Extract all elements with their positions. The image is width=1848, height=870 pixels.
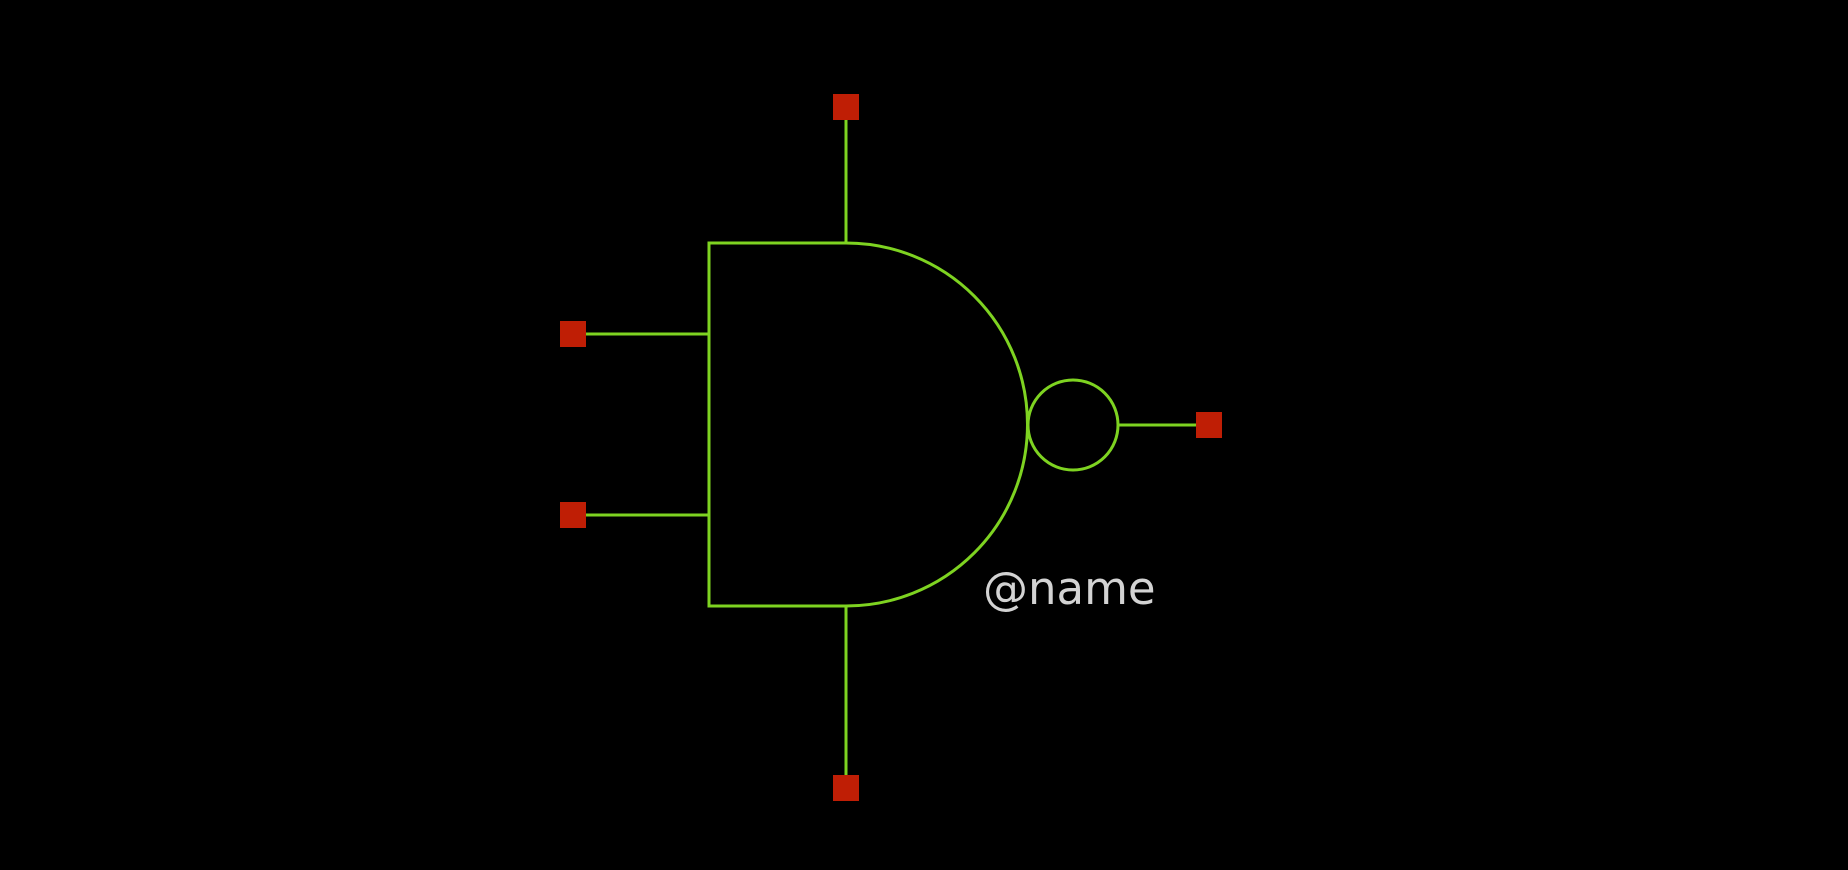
gate-body-outline bbox=[707, 241, 1029, 608]
output-pin[interactable] bbox=[1196, 412, 1222, 438]
name-attribute-label: @name bbox=[983, 562, 1156, 615]
input-b-pin[interactable] bbox=[560, 502, 586, 528]
input-a-pin[interactable] bbox=[560, 321, 586, 347]
gate-body bbox=[707, 241, 1029, 608]
inversion-bubble bbox=[1026, 378, 1120, 472]
top-pin[interactable] bbox=[833, 94, 859, 120]
bottom-pin[interactable] bbox=[833, 775, 859, 801]
